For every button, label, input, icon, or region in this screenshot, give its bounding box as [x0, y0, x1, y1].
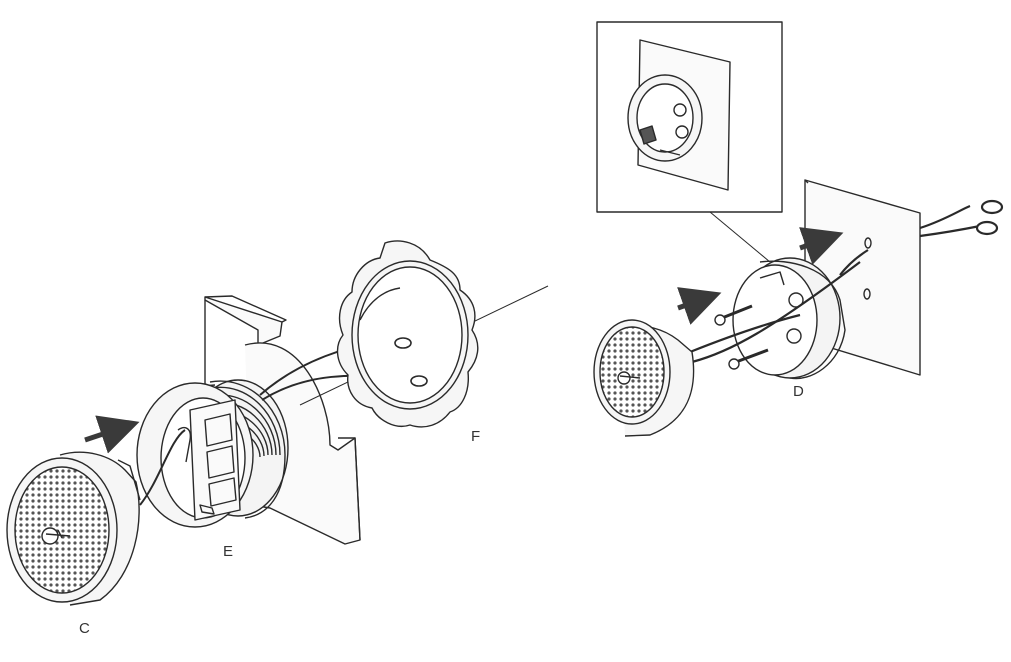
label-c: C: [79, 620, 90, 637]
cable-terminals: [919, 199, 1004, 238]
wire-terminals-f: [394, 337, 428, 387]
speaker-c: [6, 451, 141, 606]
arrow-left: [84, 415, 140, 454]
label-d: D: [793, 383, 804, 400]
inset-leader-line: [709, 211, 771, 263]
speaker-right: [593, 319, 695, 437]
detail-inset: [596, 21, 783, 213]
arrow-right-lower: [677, 287, 722, 325]
wires-right: [689, 249, 869, 364]
wall-holes: [863, 237, 872, 300]
lock-nut-f: [336, 240, 479, 428]
arrow-right-upper: [799, 227, 844, 265]
flange-ring-e: [136, 382, 254, 528]
label-f: F: [471, 428, 481, 445]
label-e: E: [223, 543, 234, 560]
